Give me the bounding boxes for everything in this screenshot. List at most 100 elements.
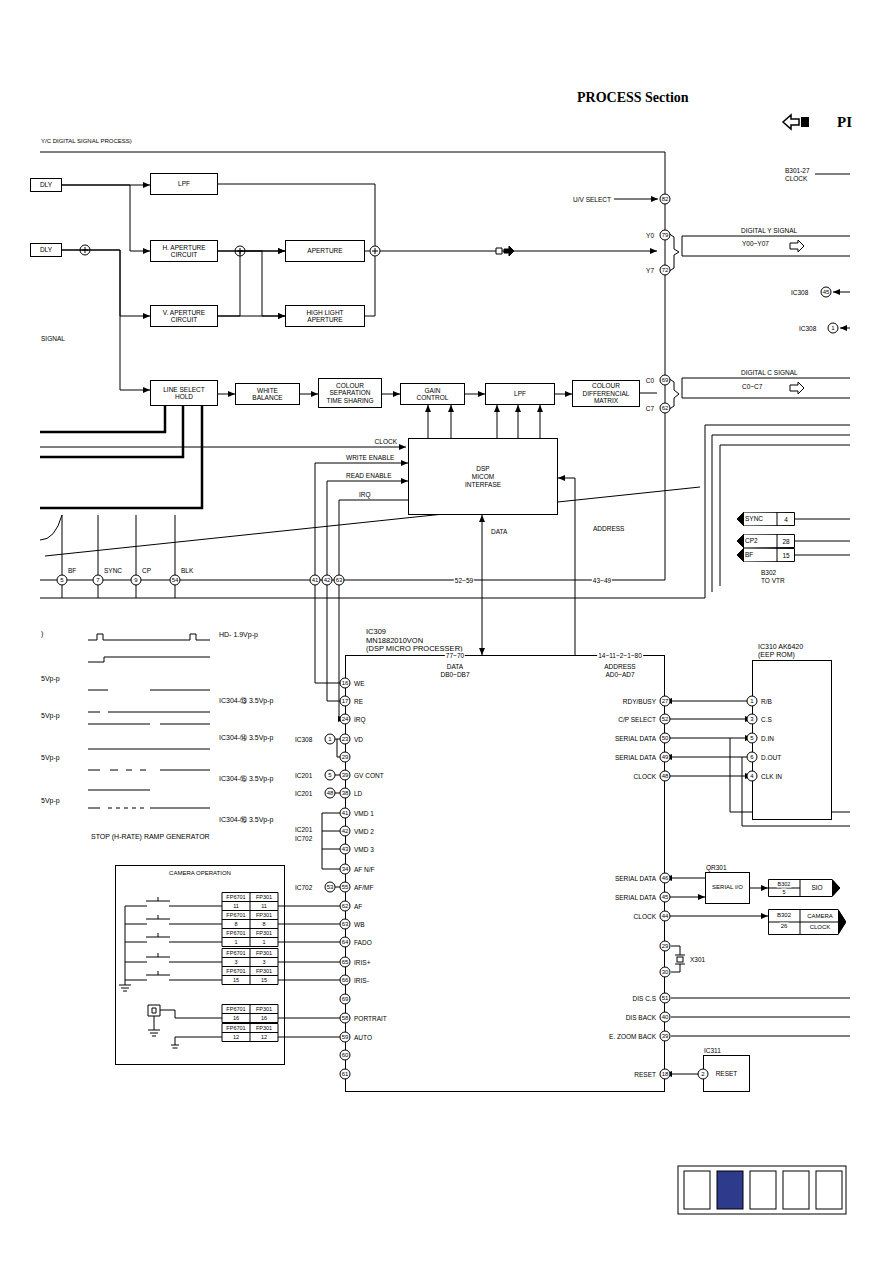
signal-label: SERIAL DATA: [614, 754, 657, 761]
pin-number: 34: [340, 864, 351, 875]
y-output-arrow: [380, 251, 657, 252]
pin-number: 27: [660, 696, 671, 707]
pin-number: 29: [660, 941, 671, 952]
bus-icon: [496, 248, 502, 254]
signal-label: 12: [260, 1034, 268, 1041]
signal-label: RESET: [633, 1071, 657, 1078]
signal-label: Y7: [645, 267, 655, 274]
process-box: GAIN CONTROL: [400, 383, 465, 405]
pin-number: 39: [660, 1031, 671, 1042]
page-nav-box: [684, 1171, 710, 1209]
page-nav-box: [783, 1171, 809, 1209]
ic308-arrow: [840, 328, 850, 329]
page-marker: PI: [836, 114, 853, 131]
signal-label: IRQ: [353, 716, 367, 723]
box-text: CAMERA OPERATION: [169, 870, 231, 878]
connector: [497, 405, 498, 438]
signal-wires: [40, 152, 850, 1036]
pin-number: 43: [340, 844, 351, 855]
box-text: GAIN CONTROL: [413, 387, 453, 402]
process-box: HIGH LIGHT APERTURE: [285, 305, 365, 327]
signal-label: VD: [353, 736, 364, 743]
pin-number: 9: [131, 575, 142, 586]
box-label-group: RESET: [716, 1070, 738, 1078]
process-box: DLY: [30, 178, 62, 192]
signal-label: IC304-⑬ 3.5Vp-p: [218, 697, 274, 704]
signal-label: AF/MF: [353, 884, 375, 891]
signal-label: B301-27: [784, 167, 811, 174]
signal-label: HD- 1.9Vp-p: [218, 631, 259, 638]
connector-tip: [737, 512, 744, 526]
pin-number: 52: [660, 714, 671, 725]
page-nav-box: [816, 1171, 842, 1209]
signal-label: 15: [781, 552, 790, 559]
signal-label: FP6701: [225, 950, 246, 957]
pin-number: 82: [660, 194, 671, 205]
signal-label: FADO: [353, 939, 373, 946]
box-label-group: CAMERA CLOCK: [803, 911, 837, 933]
signal-label: IC304-⑯ 3.5Vp-p: [218, 816, 274, 823]
pin-number: 48: [325, 788, 336, 799]
signal-label: CLOCK: [784, 175, 808, 182]
box-label-group: SIO: [811, 884, 822, 892]
connector-body: [769, 880, 841, 897]
pin-number: 62: [340, 901, 351, 912]
connector: [665, 701, 752, 702]
signal-label: AF: [353, 903, 363, 910]
pin-number: 65: [340, 957, 351, 968]
part-heading: IC310 AK6420(EEP ROM): [758, 643, 803, 659]
signal-label: 15: [260, 977, 268, 984]
signal-label: FP301: [255, 950, 273, 957]
signal-label: 15: [232, 977, 240, 984]
signal-label: IC308: [294, 736, 313, 743]
pin-number: 1: [828, 323, 839, 334]
signal-label: TO VTR: [760, 577, 786, 584]
pin-number: 54: [170, 575, 181, 586]
connector: [428, 405, 429, 438]
pin-number: 62: [660, 403, 671, 414]
signal-label: IC201: [294, 772, 313, 779]
signal-label: 5Vp-p: [40, 754, 61, 761]
signal-label: 11: [260, 903, 268, 910]
connector: [62, 250, 150, 316]
box-text: COLOUR DIFFERENCIAL MATRIX: [576, 382, 636, 405]
pin-number: 58: [340, 1013, 351, 1024]
cell-divider: [777, 548, 778, 562]
signal-label: AUTO: [353, 1034, 373, 1041]
box-label-group: DLY: [40, 246, 52, 254]
connector: [218, 251, 285, 316]
process-box: LINE SELECT HOLD: [150, 380, 218, 406]
signal-label: DATA: [446, 663, 464, 670]
signal-label: CLOCK: [374, 438, 398, 445]
connector-body: [737, 548, 795, 562]
connector: [62, 185, 150, 251]
box-label-group: APERTURE: [307, 247, 342, 255]
signal-label: DIS C.S: [632, 995, 657, 1002]
process-box: LPF: [485, 383, 555, 405]
signal-label: CLOCK: [633, 913, 657, 920]
signal-label: FP301: [255, 968, 273, 975]
signal-label: 77~70: [445, 652, 465, 659]
pin-number: 61: [340, 1069, 351, 1080]
box-label-group: LINE SELECT HOLD: [156, 386, 212, 401]
signal-label: RDY/BUSY: [622, 698, 657, 705]
signal-label: IRIS+: [353, 959, 371, 966]
signal-label: STOP (H-RATE) RAMP GENERATOR: [90, 833, 211, 840]
signal-label: 12: [232, 1034, 240, 1041]
connector: [300, 394, 318, 395]
pin-number: 30: [660, 967, 671, 978]
box-label-group: H. APERTURE CIRCUIT: [156, 244, 212, 259]
pin-number: 6: [747, 752, 758, 763]
signal-label: 43~49: [592, 577, 612, 584]
pin-number: 63: [334, 575, 345, 586]
page-arrow-icon: [801, 117, 809, 127]
cell-divider: [777, 534, 778, 548]
box-text: CAMERA CLOCK: [803, 911, 837, 933]
box-text: DLY: [40, 246, 52, 254]
signal-label: FP301: [255, 912, 273, 919]
pin-number: 5: [325, 770, 336, 781]
pin-number: 55: [340, 882, 351, 893]
select-arrow: [614, 199, 658, 200]
pin-number: 23: [340, 734, 351, 745]
connector: [558, 478, 575, 655]
